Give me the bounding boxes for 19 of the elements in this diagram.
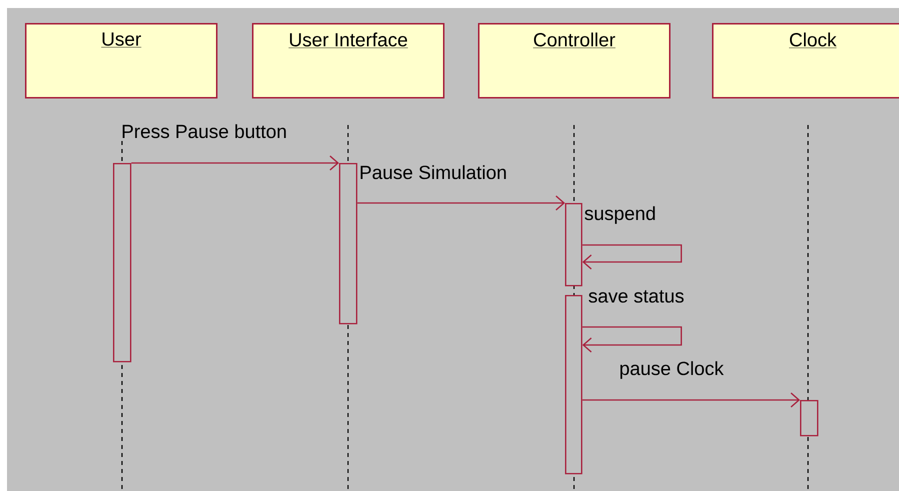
- message-label: Pause Simulation: [358, 164, 508, 180]
- lifeline-box: User Interface: [252, 23, 444, 98]
- activation-bar: [565, 203, 582, 286]
- message-label: save status: [587, 289, 686, 304]
- message-label: suspend: [583, 205, 658, 225]
- activation-bar: [113, 163, 132, 362]
- lifeline-box: Controller: [478, 23, 670, 98]
- activation-bar: [565, 295, 582, 474]
- message-arrow: [131, 156, 339, 170]
- message-label: Press Pause button: [120, 123, 288, 140]
- message-arrow: [582, 392, 800, 408]
- activation-bar: [339, 163, 358, 324]
- message-arrow: [582, 326, 682, 352]
- lifeline-box: User: [25, 23, 218, 98]
- message-arrow: [582, 244, 682, 270]
- message-arrow: [357, 196, 565, 210]
- activation-bar: [800, 400, 818, 436]
- lifeline-box: Clock: [712, 23, 899, 98]
- message-label: pause Clock: [618, 360, 725, 380]
